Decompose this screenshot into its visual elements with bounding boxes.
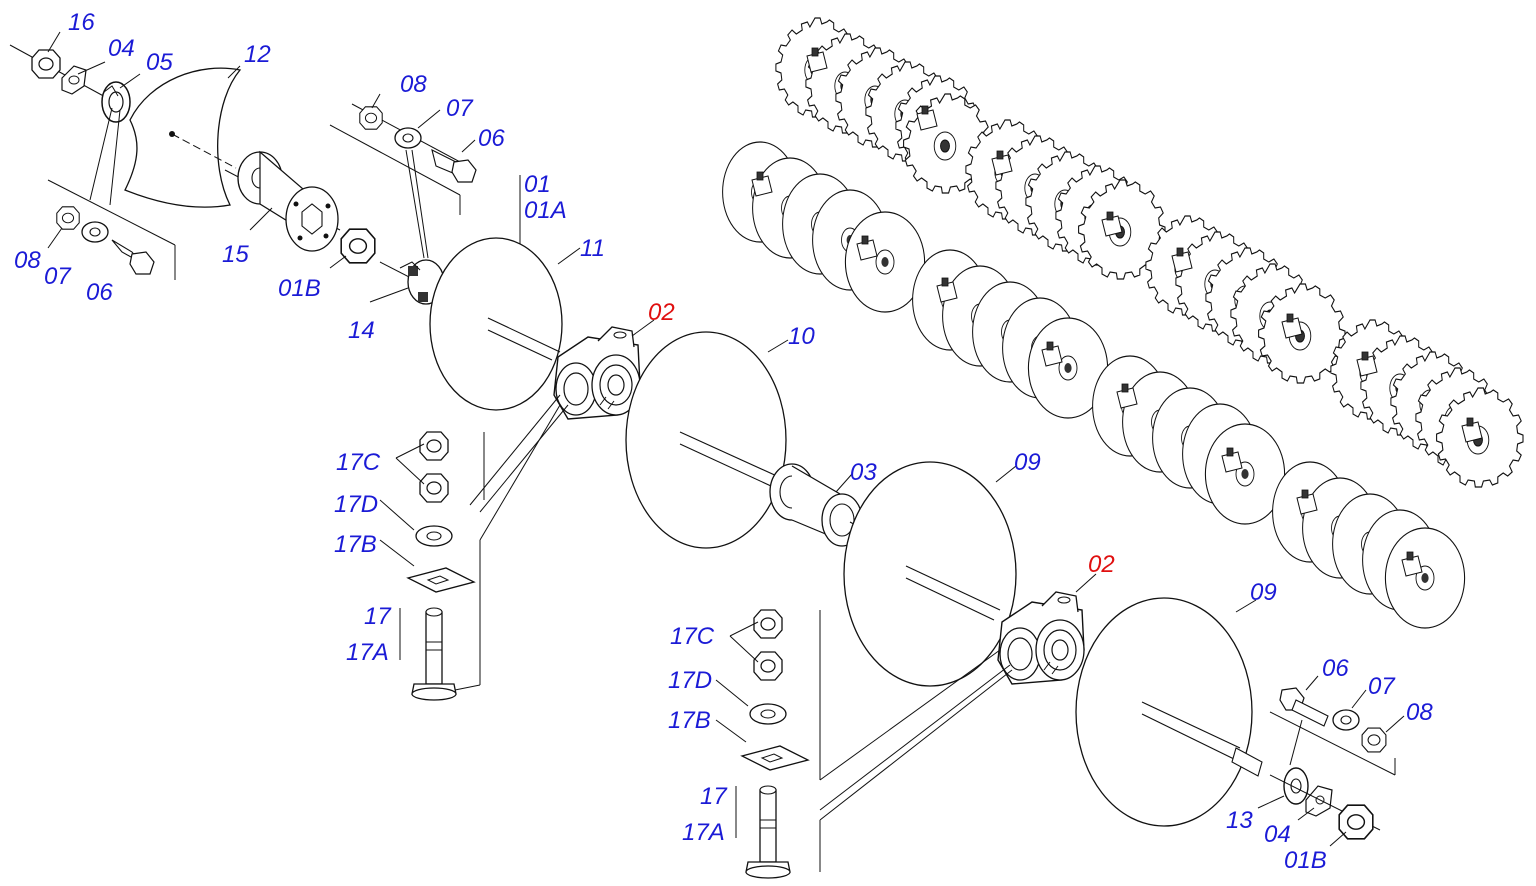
notched-disc-gang-upper [775, 17, 1524, 488]
label-17d: 17D [334, 491, 378, 518]
smooth-disc-row-2 [911, 249, 1109, 419]
end-plate-05 [102, 82, 130, 122]
nut-01b [340, 228, 376, 264]
label-14: 14 [348, 317, 375, 344]
label-01b: 01B [1284, 847, 1327, 874]
label-17a: 17A [682, 819, 725, 846]
label-01: 01 [524, 171, 551, 198]
bearing-02-upper [553, 326, 641, 420]
leader-lines [47, 31, 1405, 847]
label-04: 04 [108, 35, 135, 62]
flange-plate-04 [62, 66, 86, 94]
notched-disc-row-2 [965, 119, 1166, 280]
disc-10 [626, 332, 790, 548]
label-17c: 17C [670, 623, 715, 650]
notched-disc-row-1 [775, 17, 991, 194]
bolt-group-left [48, 180, 175, 280]
label-17b: 17B [668, 707, 711, 734]
label-02: 02 [648, 299, 675, 326]
smooth-disc-row-3 [1091, 355, 1286, 525]
label-02: 02 [1088, 551, 1115, 578]
label-17d: 17D [668, 667, 712, 694]
part-labels: 16 04 05 12 08 07 06 08 07 06 15 01B 01 … [14, 9, 1433, 874]
label-16: 16 [68, 9, 95, 36]
label-17a: 17A [346, 639, 389, 666]
label-06: 06 [478, 125, 505, 152]
concave-disc-12 [125, 68, 240, 207]
spool-15 [225, 152, 340, 251]
label-17: 17 [364, 603, 392, 630]
label-08: 08 [400, 71, 427, 98]
label-01b: 01B [278, 275, 321, 302]
label-09: 09 [1250, 579, 1277, 606]
disc-11 [430, 238, 562, 410]
label-07: 07 [44, 263, 72, 290]
disc-09-a [844, 462, 1016, 686]
disc-09-b [1076, 598, 1262, 826]
notched-disc-row-3 [1145, 215, 1346, 384]
end-hardware-top-left [10, 45, 476, 304]
label-12: 12 [244, 41, 271, 68]
notched-disc-row-4 [1330, 319, 1524, 488]
label-09: 09 [1014, 449, 1041, 476]
nut-16 [31, 49, 61, 79]
label-04: 04 [1264, 821, 1291, 848]
label-11: 11 [580, 235, 605, 262]
label-01a: 01A [524, 197, 567, 224]
label-10: 10 [788, 323, 815, 350]
end-hardware-bottom-right [1270, 688, 1395, 840]
label-17b: 17B [334, 531, 377, 558]
label-17: 17 [700, 783, 728, 810]
label-07: 07 [446, 95, 474, 122]
smooth-disc-row-4 [1271, 461, 1466, 629]
label-17c: 17C [336, 449, 381, 476]
label-15: 15 [222, 241, 249, 268]
label-08: 08 [14, 247, 41, 274]
label-06: 06 [1322, 655, 1349, 682]
label-03: 03 [850, 459, 877, 486]
label-07: 07 [1368, 673, 1396, 700]
bolt-stack-17-lower [742, 610, 808, 878]
label-08: 08 [1406, 699, 1433, 726]
spacer-03 [770, 464, 912, 566]
bolt-group-right [90, 104, 476, 258]
bolt-stack-17-upper [408, 432, 474, 700]
label-06: 06 [86, 279, 113, 306]
main-shaft-assembly [430, 175, 1395, 872]
label-13: 13 [1226, 807, 1253, 834]
label-05: 05 [146, 49, 173, 76]
smooth-disc-row-1 [721, 141, 926, 313]
